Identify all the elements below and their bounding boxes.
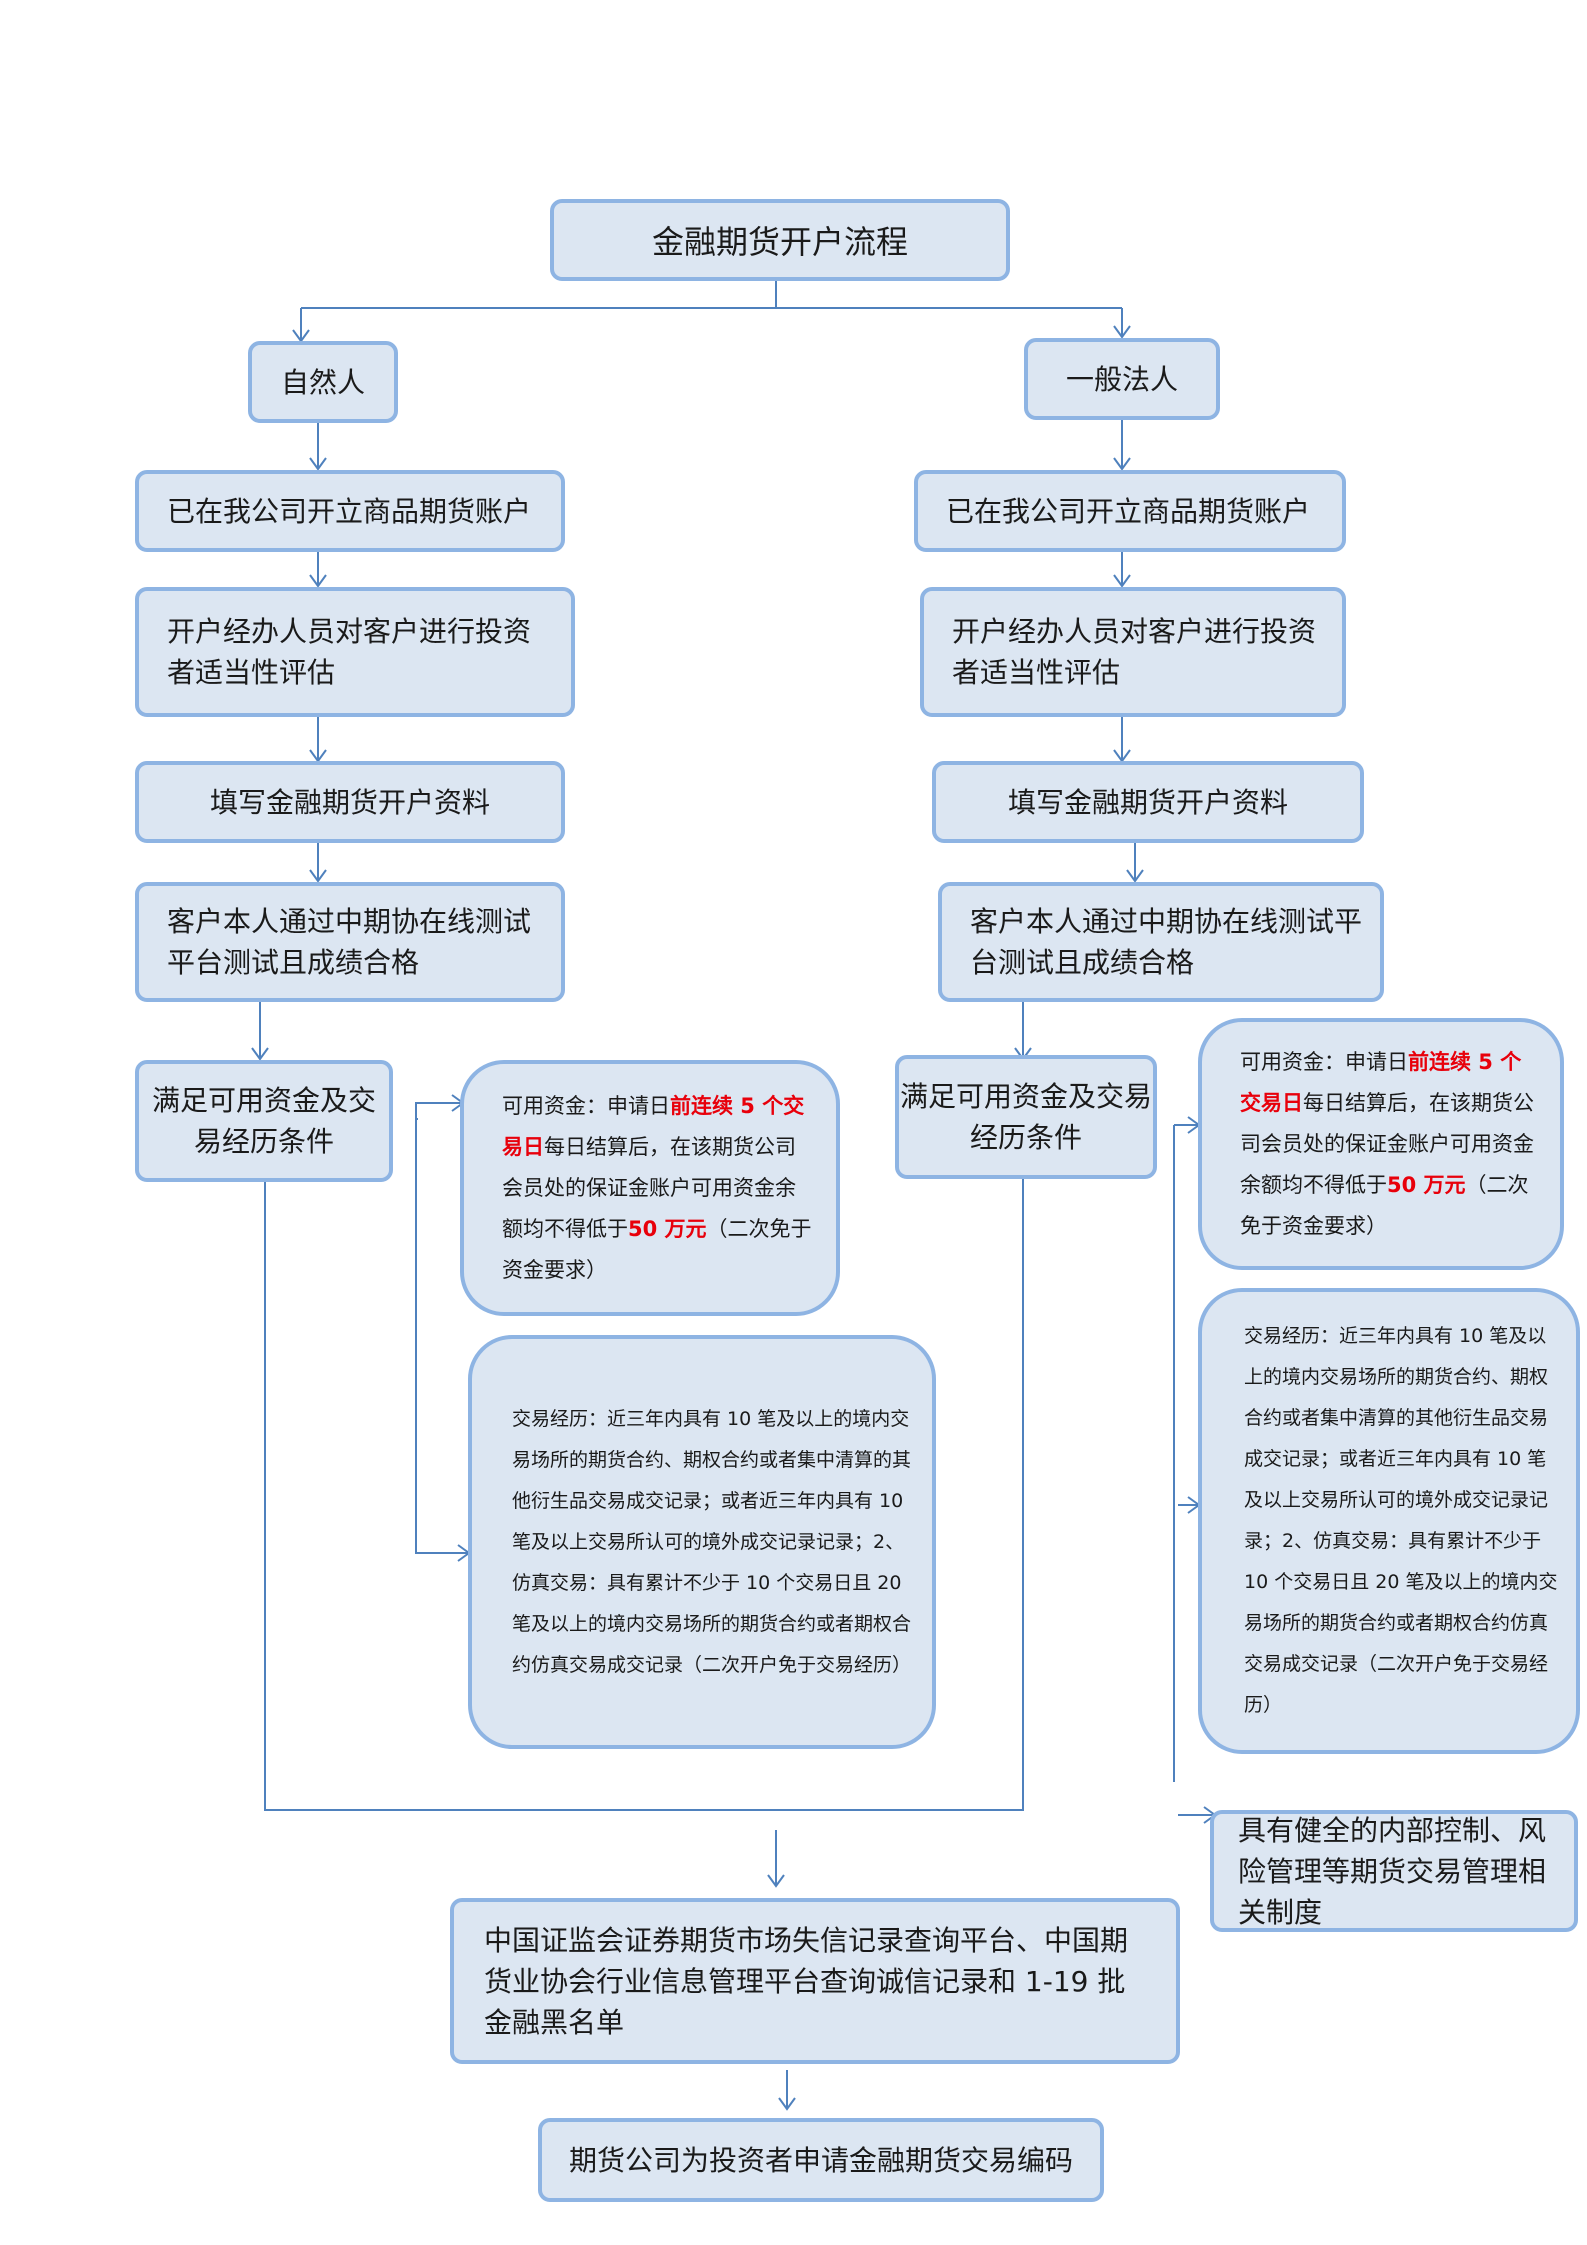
right-step-online-test: 客户本人通过中期协在线测试平台测试且成绩合格 (938, 882, 1384, 1002)
natural-person-header: 自然人 (248, 341, 398, 423)
right-funds-note: 可用资金：申请日前连续 5 个交易日每日结算后，在该期货公司会员处的保证金账户可… (1198, 1018, 1564, 1270)
right-step-suitability-assessment: 开户经办人员对客户进行投资者适当性评估 (920, 587, 1346, 717)
funds-note-text: 可用资金：申请日前连续 5 个交易日每日结算后，在该期货公司会员处的保证金账户可… (502, 1093, 812, 1282)
right-step-fill-application: 填写金融期货开户资料 (932, 761, 1364, 843)
right-internal-control: 具有健全的内部控制、风险管理等期货交易管理相关制度 (1210, 1810, 1578, 1932)
right-step-funds-experience: 满足可用资金及交易经历条件 (895, 1055, 1157, 1179)
legal-person-header: 一般法人 (1024, 338, 1220, 420)
experience-note-text-right: 交易经历：近三年内具有 10 笔及以上的境内交易场所的期货合约、期权合约或者集中… (1244, 1325, 1558, 1716)
left-step-online-test: 客户本人通过中期协在线测试平台测试且成绩合格 (135, 882, 565, 1002)
experience-note-text: 交易经历：近三年内具有 10 笔及以上的境内交易场所的期货合约、期权合约或者集中… (512, 1407, 912, 1676)
left-step-fill-application: 填写金融期货开户资料 (135, 761, 565, 843)
left-step-existing-account: 已在我公司开立商品期货账户 (135, 470, 565, 552)
left-step-funds-experience: 满足可用资金及交易经历条件 (135, 1060, 393, 1182)
right-experience-note: 交易经历：近三年内具有 10 笔及以上的境内交易场所的期货合约、期权合约或者集中… (1198, 1288, 1580, 1754)
integrity-check-step: 中国证监会证券期货市场失信记录查询平台、中国期货业协会行业信息管理平台查询诚信记… (450, 1898, 1180, 2064)
left-experience-note: 交易经历：近三年内具有 10 笔及以上的境内交易场所的期货合约、期权合约或者集中… (468, 1335, 936, 1749)
flow-title: 金融期货开户流程 (550, 199, 1010, 281)
apply-trading-code-step: 期货公司为投资者申请金融期货交易编码 (538, 2118, 1104, 2202)
right-step-existing-account: 已在我公司开立商品期货账户 (914, 470, 1346, 552)
left-funds-note: 可用资金：申请日前连续 5 个交易日每日结算后，在该期货公司会员处的保证金账户可… (460, 1060, 840, 1316)
left-step-suitability-assessment: 开户经办人员对客户进行投资者适当性评估 (135, 587, 575, 717)
funds-note-text-right: 可用资金：申请日前连续 5 个交易日每日结算后，在该期货公司会员处的保证金账户可… (1240, 1049, 1534, 1238)
